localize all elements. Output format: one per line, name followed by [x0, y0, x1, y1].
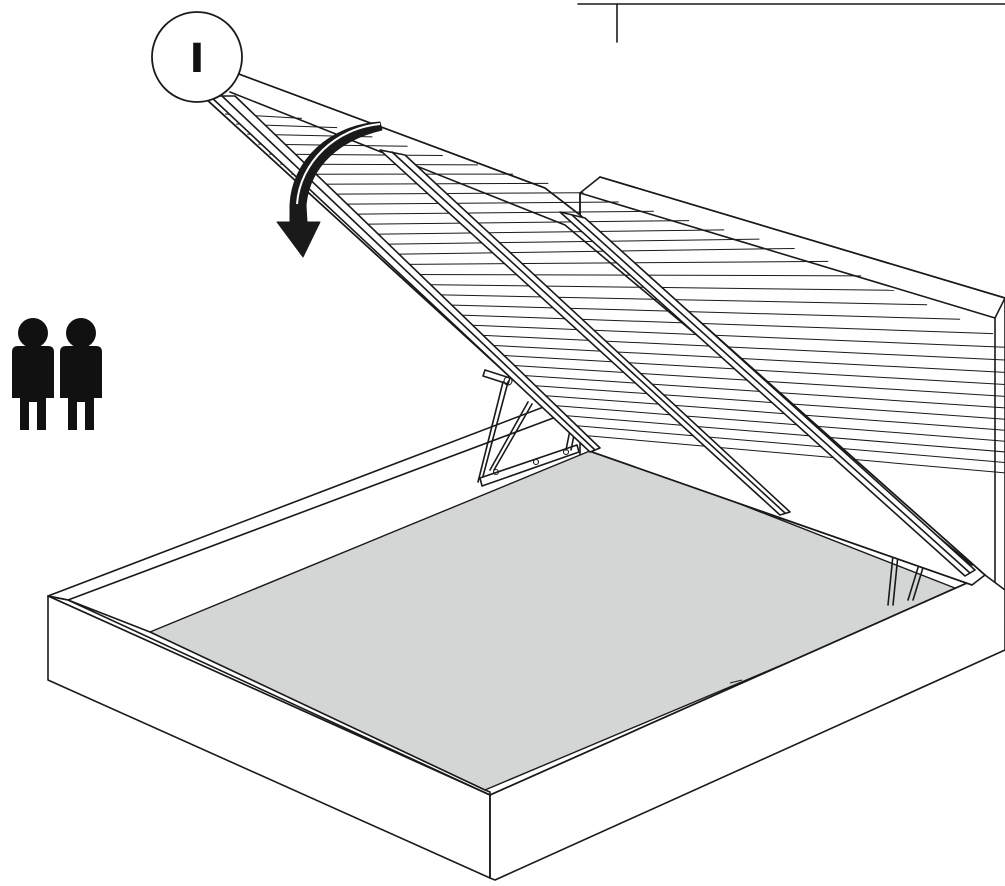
slat: [490, 354, 1005, 386]
bed-frame-front: [47, 574, 1005, 881]
slat: [523, 384, 1005, 420]
slat: [435, 304, 961, 320]
slat: [335, 210, 654, 215]
slat: [390, 260, 829, 265]
rotate-down-arrow-icon: [276, 121, 383, 258]
step-number: I: [190, 36, 205, 82]
step-badge: I: [151, 11, 243, 103]
slat: [379, 247, 795, 255]
two-people-icon: [12, 318, 102, 430]
slat: [479, 344, 1005, 373]
slat: [512, 374, 1005, 409]
slat: [501, 364, 1005, 397]
slat: [357, 229, 725, 235]
slat: [324, 201, 619, 205]
slat: [446, 314, 994, 335]
page-frame-corner: [577, 3, 1005, 43]
slat: [534, 394, 1005, 431]
slat: [468, 334, 1005, 361]
slat: [457, 324, 1005, 348]
slat: [313, 192, 584, 195]
slat: [269, 153, 443, 157]
slat: [368, 238, 760, 245]
slat: [346, 220, 690, 225]
